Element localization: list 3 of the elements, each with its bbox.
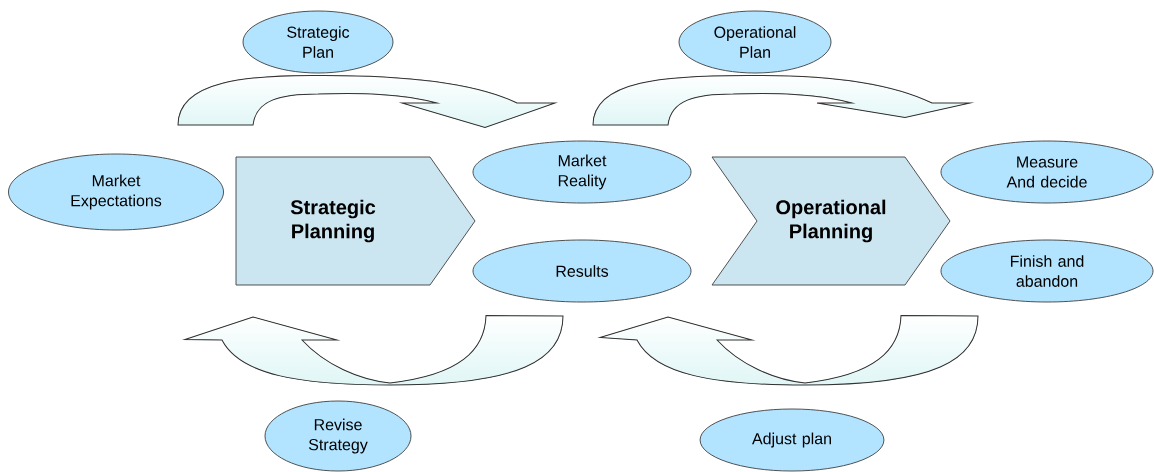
curved-arrow <box>184 315 564 386</box>
curved-arrow <box>599 315 979 386</box>
curved-arrow <box>177 74 556 129</box>
